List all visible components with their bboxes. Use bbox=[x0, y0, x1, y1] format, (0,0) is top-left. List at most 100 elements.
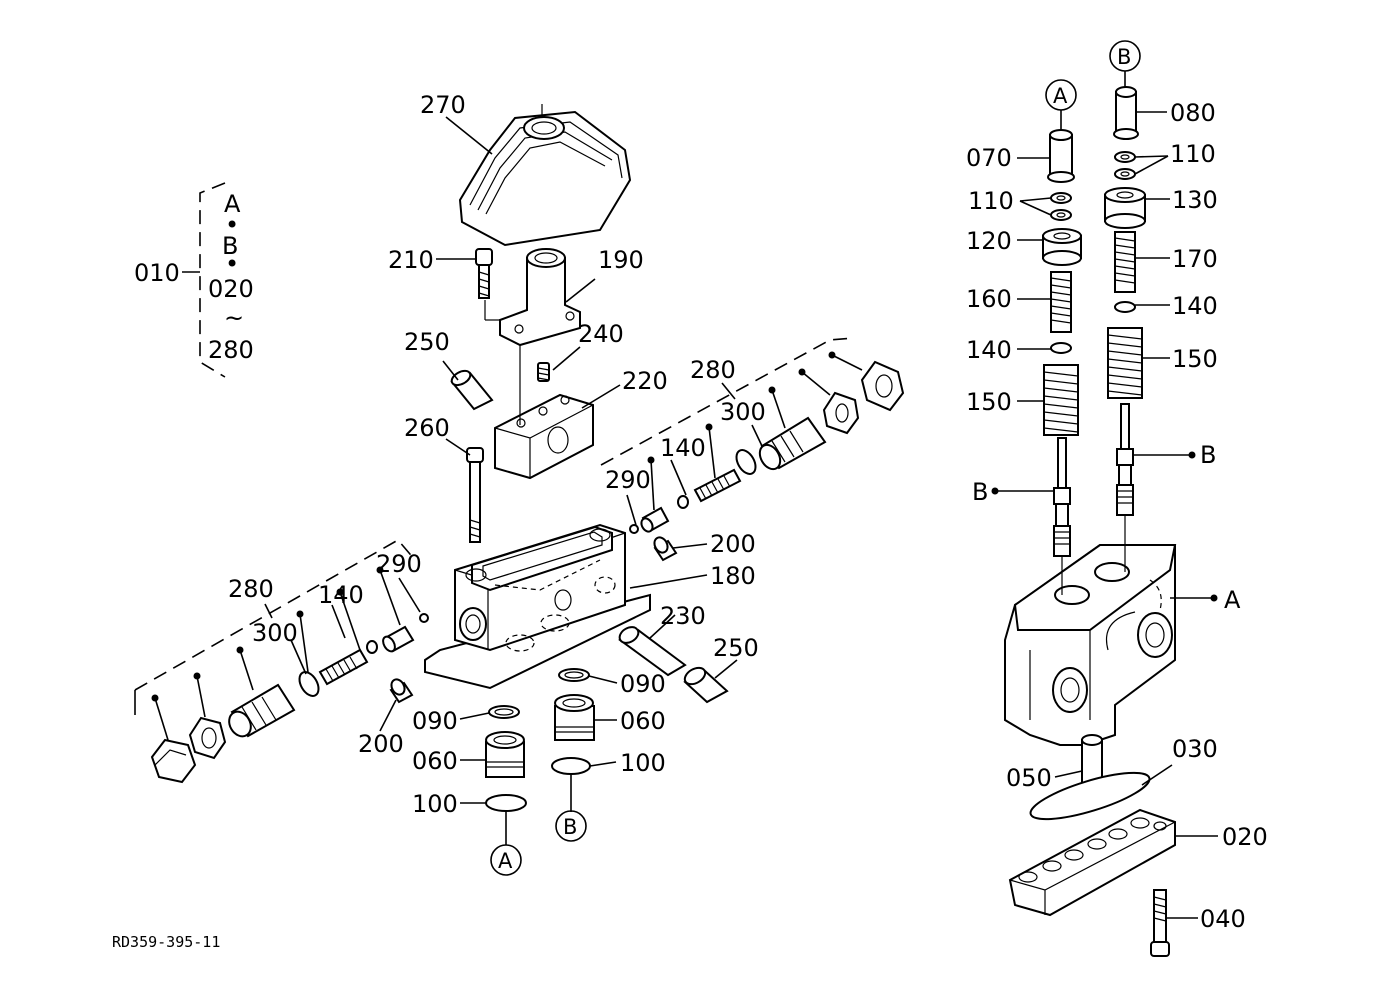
callout-060-right: 060 bbox=[620, 707, 666, 735]
washer-140-a bbox=[1050, 342, 1072, 354]
washers-110-b bbox=[1114, 151, 1136, 180]
callout-270: 270 bbox=[420, 91, 466, 119]
gasket-030 bbox=[1029, 771, 1151, 821]
plunger-060-left bbox=[485, 731, 525, 778]
callout-040: 040 bbox=[1200, 905, 1246, 933]
bracket-line-280: 280 bbox=[208, 336, 254, 364]
callout-110-b: 110 bbox=[1170, 140, 1216, 168]
cap-lower bbox=[150, 738, 197, 784]
callout-190: 190 bbox=[598, 246, 644, 274]
nut-lower bbox=[188, 716, 227, 760]
housing bbox=[1004, 515, 1177, 746]
oring-100-right bbox=[551, 757, 591, 775]
svg-text:A: A bbox=[1053, 84, 1068, 108]
marker-b-right: B bbox=[1200, 441, 1216, 469]
group-bracket: 010 A • B • 020 ~ 280 bbox=[134, 182, 254, 378]
callout-300-upper: 300 bbox=[720, 398, 766, 426]
spool-b bbox=[1116, 403, 1134, 516]
callout-260: 260 bbox=[404, 414, 450, 442]
callout-280-upper: 280 bbox=[690, 356, 736, 384]
callout-110-a: 110 bbox=[968, 187, 1014, 215]
callout-100-right: 100 bbox=[620, 749, 666, 777]
spool-a bbox=[1053, 437, 1071, 557]
block-220 bbox=[494, 393, 594, 480]
bracket-line-b: B bbox=[222, 232, 238, 260]
dashed-box-280-upper bbox=[600, 337, 854, 466]
plug-upper bbox=[758, 416, 827, 471]
body-180 bbox=[424, 523, 651, 690]
callout-200-upper: 200 bbox=[710, 530, 756, 558]
poppet-lower bbox=[382, 625, 415, 653]
nut-upper-1 bbox=[860, 360, 905, 412]
callout-080: 080 bbox=[1170, 99, 1216, 127]
washers-110-a bbox=[1050, 192, 1072, 221]
callout-050: 050 bbox=[1006, 764, 1052, 792]
bracket-dot-2: • bbox=[225, 250, 239, 278]
callout-100-left: 100 bbox=[412, 790, 458, 818]
plug-200-left bbox=[389, 678, 414, 704]
bracket-dot-1: • bbox=[225, 211, 239, 239]
pusher-070 bbox=[1047, 129, 1075, 183]
callout-180: 180 bbox=[710, 562, 756, 590]
bracket-tilde: ~ bbox=[224, 304, 244, 332]
callout-300-lower: 300 bbox=[252, 619, 298, 647]
callout-170: 170 bbox=[1172, 245, 1218, 273]
bracket-line-a: A bbox=[224, 190, 241, 218]
plate-020 bbox=[1008, 808, 1176, 917]
bolt-210 bbox=[475, 248, 493, 299]
callout-240: 240 bbox=[578, 320, 624, 348]
seat-130 bbox=[1104, 187, 1146, 229]
oring-100-left bbox=[485, 794, 527, 812]
callout-290-upper: 290 bbox=[605, 466, 651, 494]
boot-270 bbox=[458, 104, 632, 247]
leaders-left bbox=[154, 116, 863, 845]
leader-dots-right bbox=[991, 451, 1218, 602]
callout-200-lower: 200 bbox=[358, 730, 404, 758]
screw-240 bbox=[537, 362, 550, 382]
pin-230 bbox=[618, 626, 687, 677]
bracket-line-020: 020 bbox=[208, 275, 254, 303]
washer-140-b bbox=[1114, 301, 1136, 313]
washer-lower bbox=[366, 640, 378, 654]
plunger-060-right bbox=[554, 694, 595, 741]
callout-070: 070 bbox=[966, 144, 1012, 172]
callout-150-b: 150 bbox=[1172, 345, 1218, 373]
callout-140-c: 140 bbox=[966, 336, 1012, 364]
collar-250-lower bbox=[683, 666, 729, 704]
ball-290-lower bbox=[419, 613, 429, 623]
seal-090-right bbox=[558, 668, 590, 682]
ball-290-upper bbox=[629, 524, 639, 534]
svg-text:B: B bbox=[563, 815, 577, 839]
callout-220: 220 bbox=[622, 367, 668, 395]
marker-a-top: A bbox=[1045, 79, 1077, 111]
nut-upper-2 bbox=[822, 391, 860, 435]
dashed-box-280-lower bbox=[134, 538, 416, 715]
callout-140-lower: 140 bbox=[318, 581, 364, 609]
callout-060-left: 060 bbox=[412, 747, 458, 775]
spring-150-b bbox=[1107, 327, 1143, 399]
svg-text:B: B bbox=[1117, 45, 1131, 69]
spring-150-a bbox=[1043, 364, 1079, 436]
callout-150-a: 150 bbox=[966, 388, 1012, 416]
spring-140-upper bbox=[693, 468, 742, 503]
plug-200-right bbox=[653, 536, 678, 562]
spring-160 bbox=[1050, 271, 1072, 333]
leaders-right bbox=[995, 111, 1218, 919]
pusher-080 bbox=[1113, 86, 1139, 140]
marker-b-bottom: B bbox=[555, 810, 587, 842]
spring-170 bbox=[1114, 231, 1136, 293]
callout-250-lower: 250 bbox=[713, 634, 759, 662]
callout-090-right: 090 bbox=[620, 670, 666, 698]
seal-090-left bbox=[488, 705, 520, 719]
callout-210: 210 bbox=[388, 246, 434, 274]
callout-140-upper: 140 bbox=[660, 434, 706, 462]
callout-280-lower: 280 bbox=[228, 575, 274, 603]
oring-300-upper bbox=[735, 449, 757, 475]
oring-300-lower bbox=[298, 671, 320, 697]
leader-dots-left bbox=[151, 351, 836, 702]
callout-160: 160 bbox=[966, 285, 1012, 313]
spring-140-lower bbox=[318, 648, 369, 686]
marker-b-top: B bbox=[1109, 40, 1141, 72]
callout-030: 030 bbox=[1172, 735, 1218, 763]
